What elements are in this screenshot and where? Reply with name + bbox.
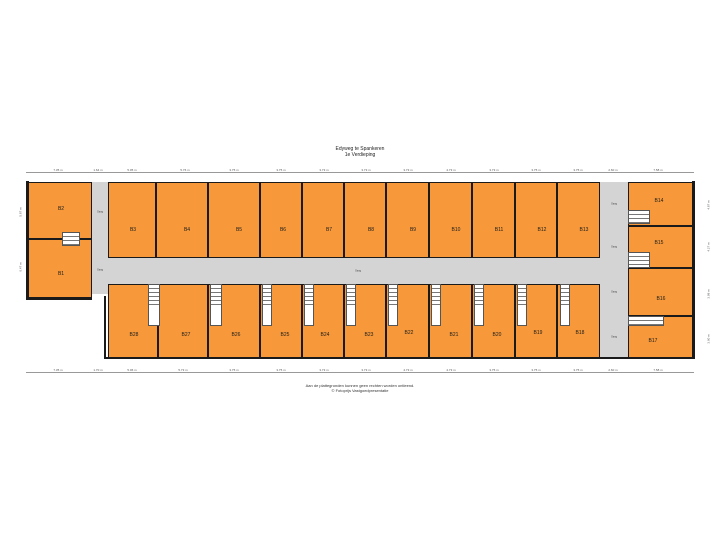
room-B27: B27: [158, 284, 208, 358]
stair-b20: [474, 284, 484, 326]
corridor-right: Gang Gang Gang Gang: [600, 182, 628, 358]
top-dim-14: 2.60 m: [608, 168, 618, 172]
stair-b14: [628, 210, 650, 224]
room-B7: B7: [302, 182, 344, 258]
stair-b19: [517, 284, 527, 326]
room-B12: B12: [515, 182, 557, 258]
room-B4: B4: [156, 182, 208, 258]
bottom-dim-7: 3.73 m: [319, 368, 329, 372]
bottom-dim-9: 4.73 m: [403, 368, 413, 372]
bottom-dim-13: 3.75 m: [573, 368, 583, 372]
stair-b28: [148, 284, 160, 326]
bottom-dimension-line: [26, 372, 694, 373]
stair-b24: [304, 284, 314, 326]
room-B2: B2: [26, 182, 92, 239]
corridor-main: Gang: [108, 258, 600, 284]
right-dim-4: 3.60 m: [706, 334, 711, 344]
stair-b21: [431, 284, 441, 326]
room-B9: B9: [386, 182, 429, 258]
room-B1: B1: [26, 239, 92, 299]
wall-outer-left-top: [26, 181, 29, 299]
left-dim-1: 5.87 m: [18, 207, 23, 217]
disclaimer-text: Aan de plattegronden kunnen geen rechten…: [305, 383, 415, 388]
top-dim-9: 3.73 m: [403, 168, 413, 172]
room-B3: B3: [108, 182, 156, 258]
room-B5: B5: [208, 182, 260, 258]
bottom-dim-10: 4.73 m: [446, 368, 456, 372]
top-dim-12: 3.75 m: [531, 168, 541, 172]
bottom-dim-6: 3.75 m: [276, 368, 286, 372]
stair-b16: [628, 252, 650, 268]
wall-outer-bottom: [104, 357, 695, 359]
stair-b22: [388, 284, 398, 326]
stair-b23: [346, 284, 356, 326]
corridor-left-stair: Gang Gang: [92, 182, 108, 294]
plan-title-floor: 1e Verdieping: [344, 152, 376, 158]
top-dimension-line: [26, 172, 694, 173]
room-B6: B6: [260, 182, 302, 258]
disclaimer: Aan de plattegronden kunnen geen rechten…: [0, 383, 720, 393]
bottom-dim-11: 3.75 m: [489, 368, 499, 372]
bottom-dim-1: 7.35 m: [53, 368, 63, 372]
stair-b18: [560, 284, 570, 326]
wall-outer-left-bottom: [26, 297, 92, 300]
stair-left: [62, 232, 80, 246]
plan-title-address: Edyweg te Spankeren: [335, 146, 385, 152]
top-dim-3: 5.05 m: [127, 168, 137, 172]
room-B8: B8: [344, 182, 386, 258]
bottom-dim-3: 5.06 m: [127, 368, 137, 372]
plan-title: Edyweg te Spankeren 1e Verdieping: [0, 146, 720, 158]
room-B13: B13: [557, 182, 600, 258]
top-dim-10: 4.73 m: [446, 168, 456, 172]
top-dim-5: 3.75 m: [229, 168, 239, 172]
stair-b25: [262, 284, 272, 326]
top-dim-13: 3.75 m: [573, 168, 583, 172]
top-dim-6: 3.75 m: [276, 168, 286, 172]
room-B11: B11: [472, 182, 515, 258]
bottom-dim-14: 2.60 m: [608, 368, 618, 372]
bottom-dim-5: 3.75 m: [229, 368, 239, 372]
top-dim-15: 7.58 m: [653, 168, 663, 172]
bottom-dim-2: 1.70 m: [93, 368, 103, 372]
top-dim-1: 7.35 m: [53, 168, 63, 172]
bottom-dim-8: 3.73 m: [361, 368, 371, 372]
top-dim-7: 3.73 m: [319, 168, 329, 172]
top-dim-4: 5.76 m: [180, 168, 190, 172]
bottom-dim-4: 5.73 m: [178, 368, 188, 372]
wall-outer-right: [692, 181, 695, 359]
wall-outer-bottom-left: [104, 296, 106, 358]
right-dim-1: 4.87 m: [706, 200, 711, 210]
stair-b26: [210, 284, 222, 326]
top-dim-2: 1.64 m: [93, 168, 103, 172]
left-dim-2: 6.47 m: [18, 262, 23, 272]
stair-b17: [628, 316, 664, 326]
bottom-dim-15: 7.58 m: [653, 368, 663, 372]
copyright-text: © Fotoprijs Vastgoedpresentatie: [331, 388, 389, 393]
top-dim-8: 3.73 m: [361, 168, 371, 172]
right-dim-2: 4.27 m: [706, 242, 711, 252]
room-B16: B16: [628, 268, 694, 316]
top-dim-11: 3.73 m: [489, 168, 499, 172]
right-dim-3: 3.98 m: [706, 289, 711, 299]
bottom-dim-12: 3.75 m: [531, 368, 541, 372]
room-B10: B10: [429, 182, 472, 258]
